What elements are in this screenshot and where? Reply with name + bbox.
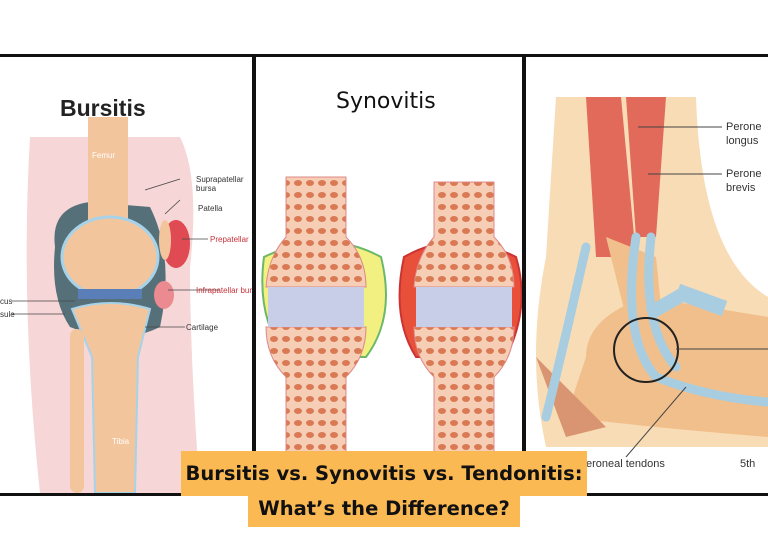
synovial-joints-illustration: [261, 176, 522, 493]
banner-title-line2: What’s the Difference?: [248, 494, 520, 527]
label-tibia: Tibia: [112, 437, 130, 446]
tendonitis-panel: Perone longus Perone brevis eroneal tendon…: [526, 57, 768, 493]
label-infrapatellar: Infrapatellar bur: [196, 286, 252, 295]
label-meniscus: cus: [0, 297, 13, 306]
ankle-tendons-illustration: [536, 97, 768, 458]
label-suprapatellar: Suprapatellar bursa: [196, 175, 244, 193]
label-brevis-line2: brevis: [726, 182, 756, 194]
divider-1: [252, 54, 256, 496]
synovitis-title: Synovitis: [336, 89, 436, 114]
bursitis-title: Bursitis: [60, 95, 146, 121]
label-longus-line2: longus: [726, 135, 759, 147]
label-peroneus-longus: Perone longus: [726, 120, 761, 148]
label-5th-metatarsal: 5th: [740, 458, 756, 470]
label-prepatellar: Prepatellar: [210, 235, 249, 244]
top-frame-line: [0, 54, 768, 57]
label-cartilage: Cartilage: [186, 323, 219, 332]
label-peroneus-brevis: Perone brevis: [726, 167, 761, 195]
banner-title-line1: Bursitis vs. Synovitis vs. Tendonitis:: [181, 451, 587, 496]
label-peroneal-tendons: eroneal tendons: [586, 458, 665, 470]
synovitis-panel: Synovitis: [256, 57, 522, 493]
bursitis-panel: Bursitis Femur Suprapatellar bursa Patel…: [0, 57, 252, 493]
label-capsule: sule: [0, 310, 15, 319]
label-patella: Patella: [198, 204, 223, 213]
label-femur: Femur: [92, 151, 116, 160]
knee-illustration: [12, 117, 220, 493]
label-longus-line1: Perone: [726, 121, 762, 133]
label-brevis-line1: Perone: [726, 168, 762, 180]
divider-2: [522, 54, 526, 496]
